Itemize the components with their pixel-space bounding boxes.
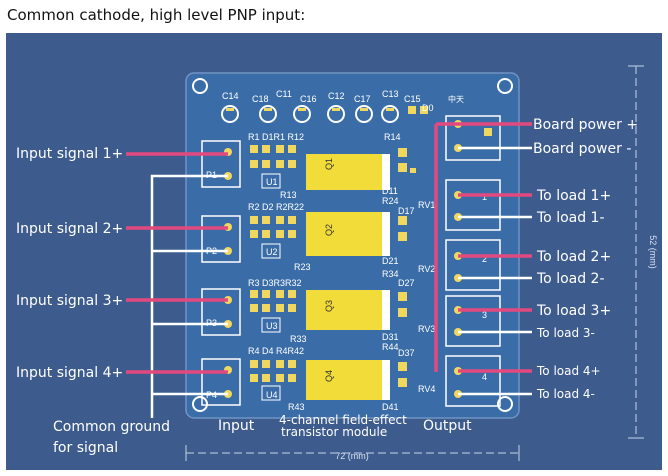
ch1-diode-b: R24 — [382, 196, 399, 206]
load-2-minus-label: To load 2- — [536, 271, 605, 287]
module-name-line2: transistor module — [281, 425, 387, 439]
load-4-minus-label: To load 4- — [536, 387, 595, 401]
ch1-diode-a: D11 — [382, 186, 398, 196]
top-capacitors — [221, 105, 428, 123]
cap-label-c11: C11 — [276, 89, 292, 99]
ch3-diode-b: R44 — [382, 342, 399, 352]
board-input-label: Input — [218, 418, 255, 434]
board-output-label: Output — [423, 418, 472, 434]
ch4-fet-label: Q4 — [324, 370, 334, 382]
ch3-fet-label: Q3 — [324, 300, 334, 312]
load-3-minus-label: To load 3- — [536, 326, 595, 340]
cap-label-c16: C16 — [300, 94, 317, 104]
ch3-diode-a: D31 — [382, 332, 399, 342]
ch1-res-bottom: R13 — [280, 190, 297, 200]
load-3-plus-label: To load 3+ — [536, 303, 611, 319]
ch2-num: 2 — [482, 254, 487, 264]
ch2-res-bottom: R23 — [294, 262, 311, 272]
input-signal-3-label: Input signal 3+ — [16, 293, 123, 309]
load-4-plus-label: To load 4+ — [536, 364, 601, 378]
ch4-res-top: R4 D4 R4R42 — [248, 346, 304, 356]
channel-2 — [201, 212, 407, 263]
ch1-rv: RV1 — [418, 200, 435, 210]
output-terminals — [445, 115, 501, 407]
module-name-line1: 4-channel field-effect — [279, 413, 407, 427]
channel-3 — [201, 288, 407, 336]
ch2-rv: RV2 — [418, 264, 435, 274]
ch3-num: 3 — [482, 310, 487, 320]
ch1-ic-label: U1 — [266, 177, 278, 187]
board-power-minus-label: Board power - — [533, 141, 631, 157]
signal-wires — [126, 152, 228, 374]
height-dimension: 52 (mm) — [648, 235, 658, 269]
ch4-ic-label: U4 — [266, 390, 278, 400]
common-ground-label-line1: Common ground — [53, 419, 170, 435]
cap-label-d0: D0 — [422, 103, 434, 113]
ch3-res-top: R3 D3R3R32 — [248, 278, 302, 288]
ch2-diode-a: D21 — [382, 256, 399, 266]
ch1-diode-c: D17 — [398, 206, 415, 216]
ch4-num: 4 — [482, 372, 487, 382]
ch4-diode-a: D41 — [382, 402, 399, 412]
channel-4 — [201, 358, 407, 406]
input-signal-1-label: Input signal 1+ — [16, 146, 123, 162]
ch3-ic-label: U3 — [266, 321, 278, 331]
ch1-fet-label: Q1 — [324, 158, 334, 170]
load-1-plus-label: To load 1+ — [536, 188, 611, 204]
ch2-diode-b: R34 — [382, 269, 399, 279]
board-power-plus-label: Board power + — [533, 117, 638, 133]
cap-label-c13: C13 — [382, 89, 399, 99]
load-minus-wires — [458, 146, 532, 396]
cap-label-c18: C18 — [252, 94, 269, 104]
ch1-num: 1 — [482, 192, 487, 202]
ch2-res-top: R2 D2 R2R22 — [248, 202, 304, 212]
mounting-holes — [192, 78, 513, 412]
width-dimension: 72 (mm) — [335, 451, 369, 461]
common-ground-label-line2: for signal — [53, 440, 118, 456]
input-signal-4-label: Input signal 4+ — [16, 365, 123, 381]
ground-wires — [150, 174, 228, 418]
cap-label-c17: C17 — [354, 94, 371, 104]
cap-label-c12: C12 — [328, 91, 345, 101]
input-signal-2-label: Input signal 2+ — [16, 221, 123, 237]
ch3-diode-c: D37 — [398, 348, 415, 358]
cap-label-c14: C14 — [222, 91, 239, 101]
ch3-res-bottom: R33 — [290, 334, 307, 344]
ch1-res-top-right: R14 — [384, 132, 401, 142]
load-2-plus-label: To load 2+ — [536, 249, 611, 265]
ch2-diode-c: D27 — [398, 278, 415, 288]
figure-caption: Common cathode, high level PNP input: — [7, 6, 306, 24]
board-mark: 中天 — [448, 94, 464, 104]
ch2-fet-label: Q2 — [324, 224, 334, 236]
cap-label-c15: C15 — [404, 94, 421, 104]
ch4-res-bottom: R43 — [288, 402, 305, 412]
ch1-res-top: R1 D1R1 R12 — [248, 132, 304, 142]
ch2-ic-label: U2 — [266, 247, 278, 257]
load-1-minus-label: To load 1- — [536, 210, 605, 226]
power-plus-wires — [434, 122, 532, 373]
ch3-rv: RV3 — [418, 324, 435, 334]
ch4-rv: RV4 — [418, 384, 435, 394]
dimension-lines — [185, 65, 644, 461]
